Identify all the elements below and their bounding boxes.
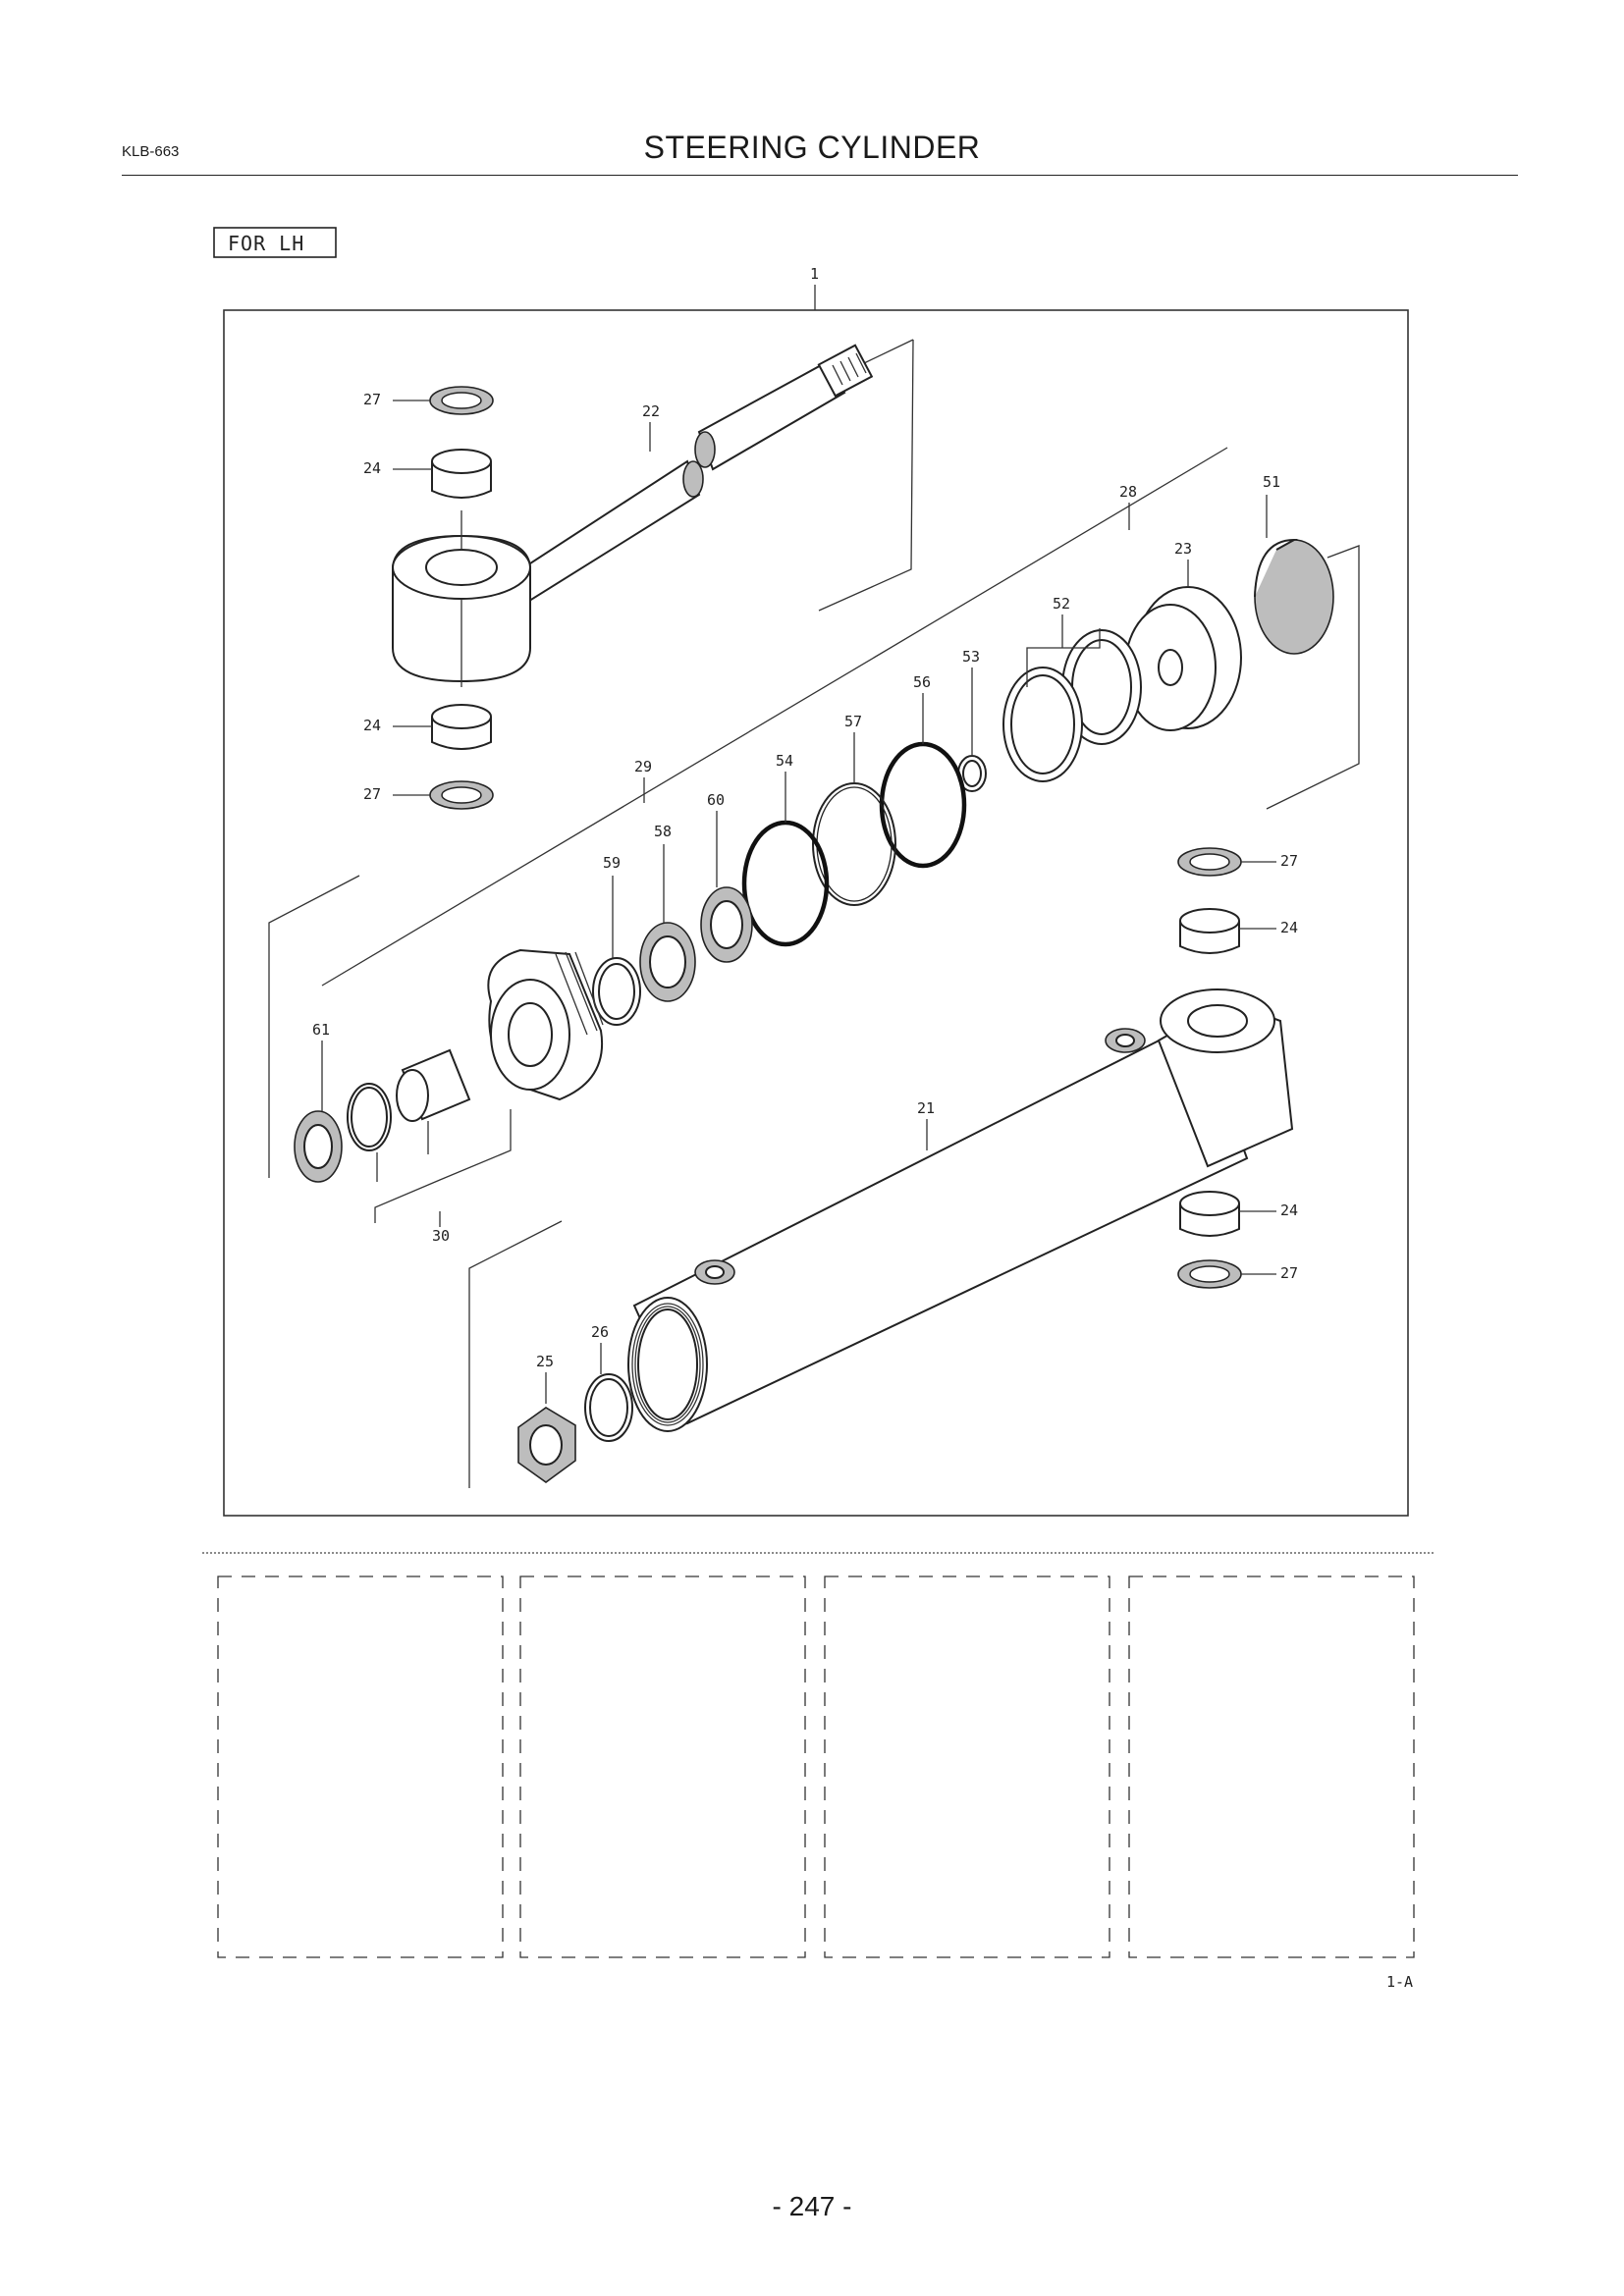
callout-51: 51: [1263, 473, 1280, 491]
callout-26: 26: [591, 1323, 609, 1341]
reference-box-3: [824, 1575, 1110, 1958]
callout-61: 61: [312, 1021, 330, 1039]
bracket-28: [321, 447, 1228, 987]
header-rule: [122, 175, 1518, 176]
tube-eye-bushings: [1177, 847, 1276, 1289]
piston-seal-set: [592, 538, 1334, 1026]
callout-52: 52: [1053, 595, 1070, 613]
cylinder-tube: [627, 988, 1294, 1432]
rod-eye-bushings: [393, 386, 494, 810]
callout-22: 22: [642, 402, 660, 420]
callout-59: 59: [603, 854, 621, 872]
callout-28: 28: [1119, 483, 1137, 501]
callout-27-right-top: 27: [1280, 852, 1298, 870]
reference-box-2: [519, 1575, 806, 1958]
variant-label: FOR LH: [228, 232, 304, 255]
document-code: KLB-663: [122, 143, 180, 160]
reference-box-4: [1128, 1575, 1415, 1958]
reference-box-1: [217, 1575, 504, 1958]
assembly-frame: [223, 309, 1409, 1517]
callout-24-top: 24: [363, 459, 381, 477]
bracket-right: [1266, 545, 1360, 810]
callout-27-right-bottom: 27: [1280, 1264, 1298, 1282]
bracket-left: [268, 875, 360, 1178]
callout-1: 1: [810, 265, 819, 283]
callout-58: 58: [654, 823, 672, 840]
callout-24-right-bottom: 24: [1280, 1201, 1298, 1219]
callout-24-mid: 24: [363, 717, 381, 734]
port-fitting: [517, 1373, 633, 1483]
callout-56: 56: [913, 673, 931, 691]
callout-25: 25: [536, 1353, 554, 1370]
callout-30: 30: [432, 1227, 450, 1245]
page-number: - 247 -: [772, 2191, 852, 2221]
variant-box: [213, 227, 337, 258]
piston-rod-group: [392, 339, 914, 687]
callout-60: 60: [707, 791, 725, 809]
callout-27-mid: 27: [363, 785, 381, 803]
callout-23: 23: [1174, 540, 1192, 558]
callout-53: 53: [962, 648, 980, 666]
figure-reference: 1-A: [1386, 1973, 1413, 1991]
bracket-port: [468, 1220, 563, 1488]
callout-24-right-top: 24: [1280, 919, 1298, 936]
callout-29: 29: [634, 758, 652, 775]
callout-21: 21: [917, 1099, 935, 1117]
callout-27-top: 27: [363, 391, 381, 408]
callout-57: 57: [844, 713, 862, 730]
gland-group: [294, 948, 604, 1183]
callout-54: 54: [776, 752, 793, 770]
page-title: STEERING CYLINDER: [643, 130, 981, 165]
